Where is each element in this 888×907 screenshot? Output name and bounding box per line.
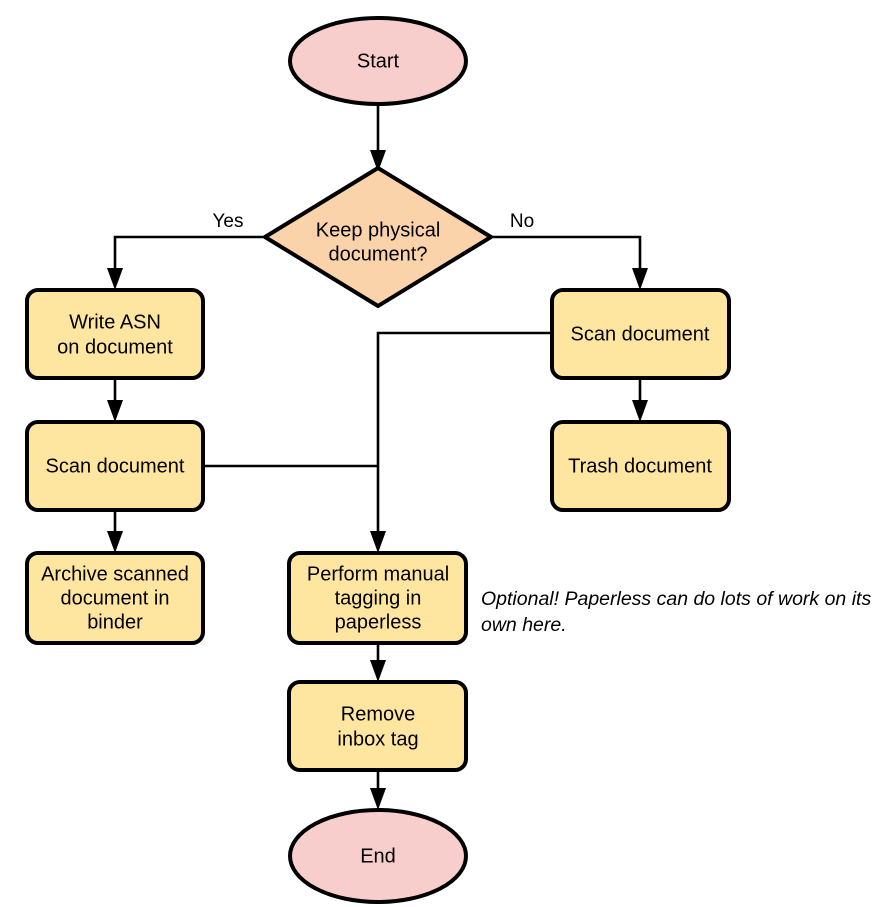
edge-decision-to-write-asn	[107, 235, 265, 290]
edge-tagging-to-remove-inbox	[370, 643, 386, 682]
edge-remove-inbox-to-end	[370, 770, 386, 810]
arrow-head	[107, 400, 123, 422]
connector-layer	[107, 103, 648, 810]
node-scan-document-right[interactable]: Scan document	[550, 288, 731, 380]
node-perform-manual-tagging[interactable]: Perform manual tagging in paperless	[287, 551, 468, 645]
arrow-head	[370, 788, 386, 810]
trash-document-label: Trash document	[568, 455, 712, 477]
archive-binder-box[interactable]	[25, 551, 205, 645]
decision-label-line1: Keep physical	[316, 219, 441, 241]
edge-scan-right-to-trash	[632, 378, 648, 422]
tagging-label-line2: tagging in	[335, 587, 422, 609]
arrow-head	[107, 268, 123, 290]
arrow-head	[370, 660, 386, 682]
node-end[interactable]: End	[288, 808, 468, 904]
write-asn-label-line2: on document	[57, 336, 173, 358]
edge-start-to-decision	[370, 103, 386, 172]
write-asn-label-line1: Write ASN	[69, 311, 161, 333]
start-ellipse[interactable]	[288, 16, 468, 106]
write-asn-box[interactable]	[25, 288, 205, 380]
optional-annotation: Optional! Paperless can do lots of work …	[481, 586, 885, 638]
trash-document-box[interactable]	[550, 420, 731, 512]
decision-label-line2: document?	[329, 243, 428, 265]
edge-line	[376, 331, 552, 541]
arrow-head	[632, 268, 648, 290]
edge-write-asn-to-scan-left	[107, 378, 123, 422]
arrow-head	[370, 531, 386, 553]
branch-label-no: No	[510, 211, 534, 232]
archive-label-line3: binder	[87, 611, 143, 633]
annotation-line1: Optional! Paperless can do lots of work …	[481, 588, 847, 610]
edge-scan-left-to-archive	[107, 510, 123, 553]
end-label: End	[360, 845, 396, 867]
arrow-head	[632, 400, 648, 422]
edge-scan-right-to-tagging	[370, 331, 552, 553]
scan-document-left-box[interactable]	[25, 420, 205, 512]
end-ellipse[interactable]	[288, 808, 468, 904]
branch-label-yes: Yes	[213, 211, 244, 232]
scan-document-right-label: Scan document	[571, 323, 710, 345]
arrow-head	[107, 531, 123, 553]
archive-label-line1: Archive scanned	[41, 563, 189, 585]
tagging-label-line3: paperless	[335, 611, 422, 633]
tagging-label-line1: Perform manual	[307, 563, 449, 585]
remove-inbox-tag-box[interactable]	[287, 680, 468, 772]
node-start[interactable]: Start	[288, 16, 468, 106]
perform-manual-tagging-box[interactable]	[287, 551, 468, 645]
edge-line	[491, 235, 642, 278]
decision-diamond[interactable]	[263, 166, 493, 308]
node-archive-binder[interactable]: Archive scanned document in binder	[25, 551, 205, 645]
node-scan-document-left[interactable]: Scan document	[25, 420, 205, 512]
node-write-asn[interactable]: Write ASN on document	[25, 288, 205, 380]
start-label: Start	[357, 50, 400, 72]
node-remove-inbox-tag[interactable]: Remove inbox tag	[287, 680, 468, 772]
edge-line	[113, 235, 265, 278]
edge-decision-to-scan-right	[491, 235, 648, 290]
node-trash-document[interactable]: Trash document	[550, 420, 731, 512]
arrow-head	[370, 150, 386, 172]
scan-document-right-box[interactable]	[550, 288, 731, 380]
remove-inbox-label-line1: Remove	[341, 703, 415, 725]
remove-inbox-label-line2: inbox tag	[337, 728, 418, 750]
scan-document-left-label: Scan document	[46, 455, 185, 477]
archive-label-line2: document in	[61, 587, 170, 609]
node-decision-keep-physical-document[interactable]: Keep physical document?	[263, 166, 493, 308]
annotation-line2: its own here.	[481, 588, 872, 636]
